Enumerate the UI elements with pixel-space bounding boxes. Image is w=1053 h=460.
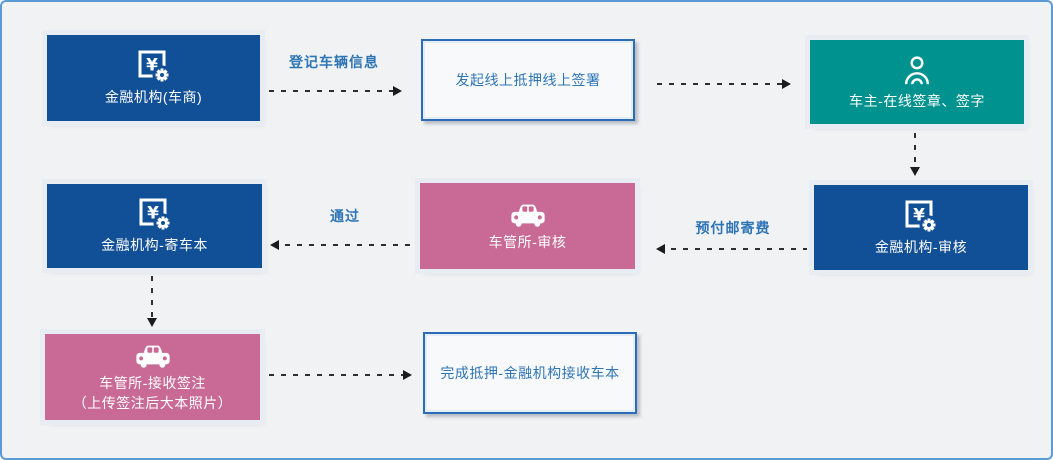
finance-icon: ¥ — [903, 199, 939, 235]
node-label: 发起线上抵押线上签署 — [455, 71, 601, 88]
node-initiate-online-mortgage: 发起线上抵押线上签署 — [421, 39, 635, 121]
person-icon — [900, 53, 934, 87]
arrow-dmv-receive-to-complete — [269, 370, 412, 380]
edge-label-register: 登记车辆信息 — [289, 54, 379, 70]
node-label: 车主-在线签章、签字 — [849, 93, 985, 110]
node-finance-dealer: ¥ 金融机构(车商) — [47, 35, 260, 121]
node-dmv-receive-endorsement: 车管所-接收签注 （上传签注后大本照片） — [45, 334, 260, 420]
node-label: 车管所-审核 — [488, 233, 567, 250]
finance-icon: ¥ — [137, 197, 173, 233]
node-label: 车管所-接收签注 — [99, 374, 206, 391]
arrow-owner-to-finance-review — [910, 133, 920, 176]
arrow-finance-mail-to-dmv-receive — [147, 276, 157, 327]
arrow-initiate-to-owner — [657, 79, 791, 89]
edge-label-pass: 通过 — [330, 208, 360, 224]
arrow-finance-review-to-dmv — [656, 244, 807, 254]
node-sublabel: （上传签注后大本照片） — [72, 394, 233, 411]
node-finance-review: ¥ 金融机构-审核 — [814, 185, 1028, 270]
arrow-dmv-to-finance-mail — [270, 240, 417, 250]
car-icon — [507, 201, 549, 228]
node-label: 金融机构-寄车本 — [101, 237, 208, 254]
finance-icon: ¥ — [136, 49, 172, 85]
node-dmv-review: 车管所-审核 — [420, 183, 635, 269]
node-label: 完成抵押-金融机构接收车本 — [440, 364, 620, 381]
car-icon — [132, 342, 174, 369]
node-label: 金融机构(车商) — [104, 89, 203, 106]
node-mortgage-complete: 完成抵押-金融机构接收车本 — [423, 332, 637, 414]
node-label: 金融机构-审核 — [874, 238, 968, 255]
edge-label-prepay: 预付邮寄费 — [695, 220, 771, 236]
node-finance-mail-title: ¥ 金融机构-寄车本 — [47, 184, 262, 268]
arrow-dealer-to-initiate — [269, 86, 402, 96]
node-owner-sign: 车主-在线签章、签字 — [810, 40, 1024, 124]
